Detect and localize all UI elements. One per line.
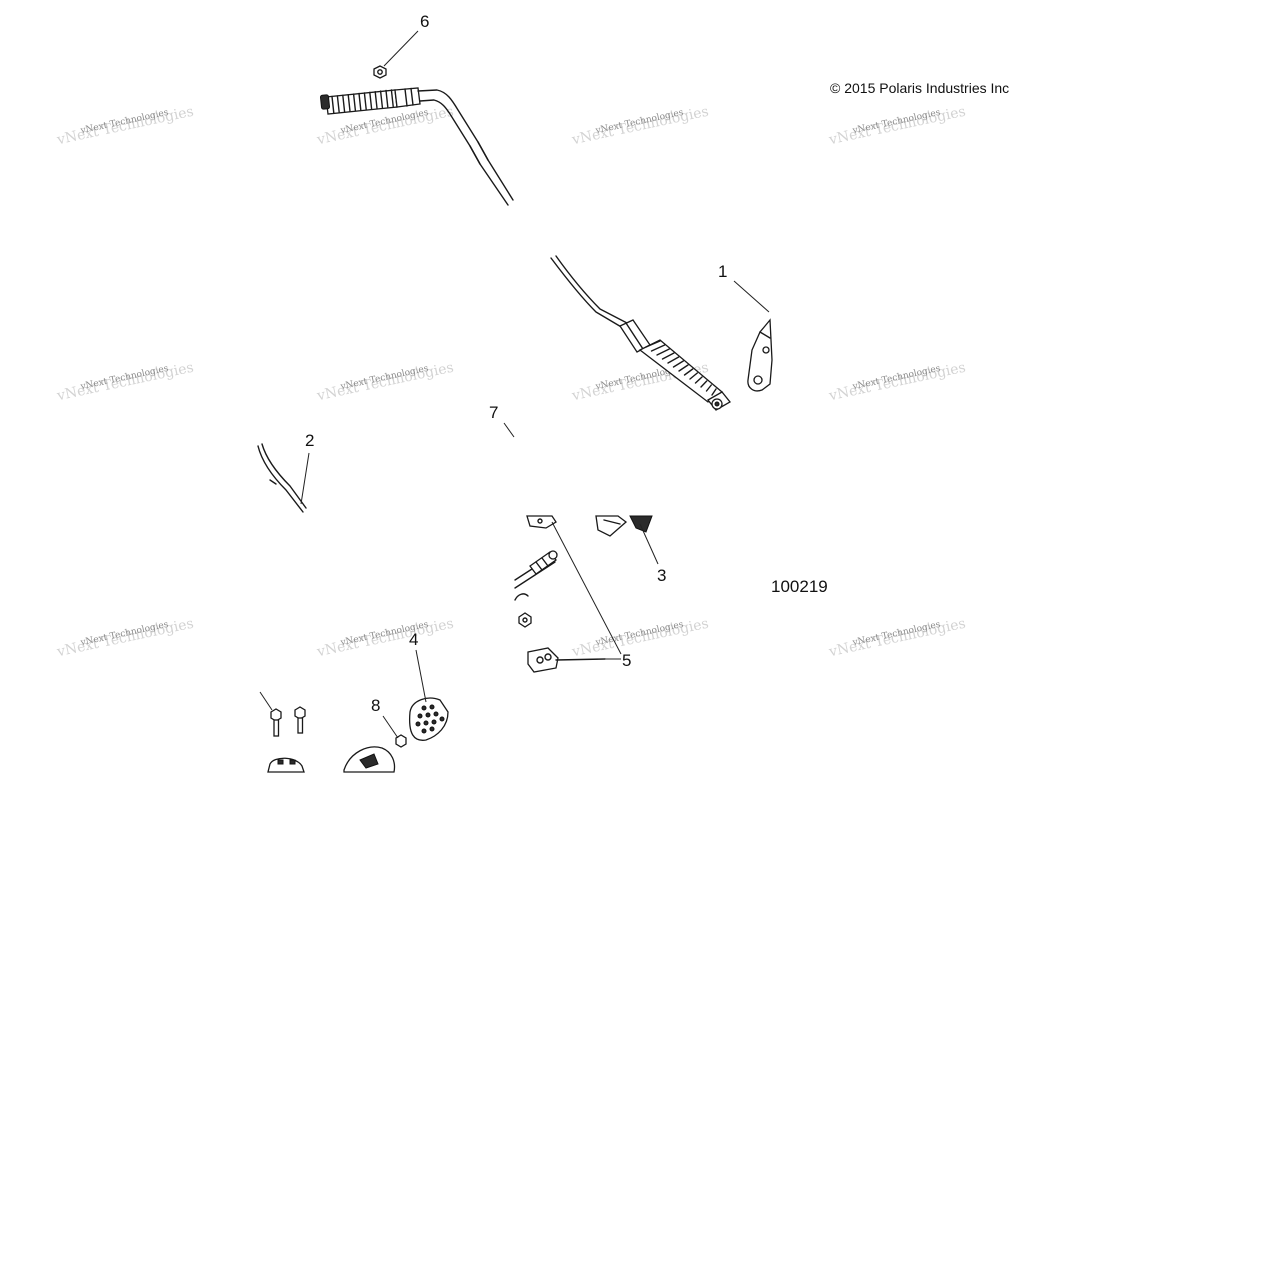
copyright-text: © 2015 Polaris Industries Inc — [830, 80, 1009, 96]
callout-1: 1 — [718, 262, 727, 281]
cable-upper-end — [319, 87, 514, 206]
pad-grip-dot — [415, 721, 421, 727]
callout-6: 6 — [420, 12, 429, 31]
callout-3: 3 — [657, 566, 666, 585]
pad-grip-dot — [421, 728, 427, 734]
pedal-base-parts — [267, 746, 396, 773]
pad-grip-dot — [439, 716, 445, 722]
callout-2: 2 — [305, 431, 314, 450]
illustration-id: 100219 — [771, 577, 828, 596]
linkage-assembly-7 — [514, 515, 558, 628]
pedal-pad-part-4 — [408, 697, 449, 741]
nut-part-6 — [373, 65, 387, 79]
pad-grip-dot — [423, 720, 429, 726]
cable-part-2 — [257, 443, 307, 513]
cable-middle-section — [550, 255, 731, 411]
pad-grip-dot — [425, 712, 431, 718]
bolt-parts — [270, 706, 407, 748]
callout-4: 4 — [409, 630, 418, 649]
callout-7: 7 — [489, 403, 498, 422]
pad-grip-dot — [421, 705, 427, 711]
leader-lines — [259, 30, 770, 739]
pad-grip-dot — [429, 726, 435, 732]
pad-grip-dot — [417, 713, 423, 719]
clevis-part-5 — [527, 647, 606, 673]
bracket-part-1 — [747, 318, 773, 392]
callout-8: 8 — [371, 696, 380, 715]
pad-grip-dot — [433, 711, 439, 717]
callout-labels: 6 1 7 2 3 5 4 8 — [305, 12, 727, 715]
lever-part-3 — [595, 515, 653, 537]
callout-5: 5 — [622, 651, 631, 670]
pad-grip-dot — [431, 719, 437, 725]
pad-grip-dot — [429, 704, 435, 710]
